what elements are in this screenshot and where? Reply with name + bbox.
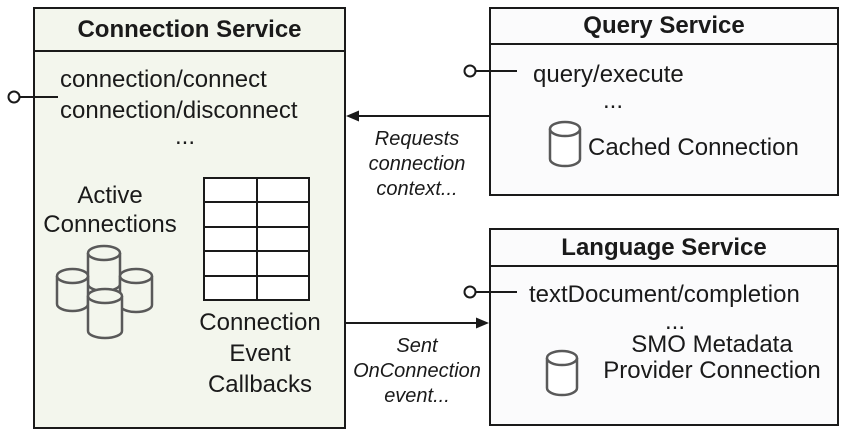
- connection-service-title: Connection Service: [35, 9, 344, 52]
- smo-metadata-provider-label: SMO Metadata Provider Connection: [603, 331, 821, 384]
- table-cell: [205, 179, 256, 202]
- table-cell: [257, 203, 308, 226]
- language-service-box: Language Service textDocument/completion…: [489, 228, 839, 426]
- requests-connection-context-label: Requests connection context...: [368, 128, 466, 200]
- sent-onconnection-event-arrow: [346, 317, 489, 329]
- table-cell: [205, 252, 256, 275]
- query-service-box: Query Service query/execute ... Cached C…: [489, 7, 839, 196]
- query-methods-ellipsis: ...: [602, 87, 623, 114]
- cached-connection-label: Cached Connection: [588, 134, 799, 161]
- cached-connection-database-icon: [548, 120, 582, 168]
- method-connection-disconnect: connection/disconnect: [60, 97, 298, 124]
- active-connections-database-cluster-icon: [55, 244, 154, 340]
- connection-event-callbacks-table: [203, 177, 310, 301]
- language-service-body: textDocument/completion ... SMO Metadata…: [491, 230, 837, 424]
- sent-onconnection-event-label: Sent OnConnection event...: [353, 335, 481, 407]
- requests-connection-context-arrow: [346, 110, 489, 122]
- connection-service-body: connection/connect connection/disconnect…: [35, 9, 344, 427]
- method-textdocument-completion: textDocument/completion: [529, 281, 800, 308]
- connection-service-box: Connection Service connection/connect co…: [33, 7, 346, 429]
- method-connection-connect: connection/connect: [60, 66, 267, 93]
- table-cell: [257, 179, 308, 202]
- method-query-execute: query/execute: [533, 61, 684, 88]
- table-cell: [257, 252, 308, 275]
- language-service-title: Language Service: [491, 230, 837, 267]
- table-cell: [205, 203, 256, 226]
- smo-metadata-database-icon: [545, 349, 579, 397]
- connection-methods-ellipsis: ...: [174, 123, 195, 150]
- table-cell: [205, 276, 256, 299]
- active-connections-label: Active Connections: [43, 182, 177, 238]
- connection-methods: connection/connect connection/disconnect…: [60, 64, 310, 152]
- query-service-title: Query Service: [491, 9, 837, 45]
- connection-event-callbacks-label: Connection Event Callbacks: [199, 309, 321, 398]
- query-service-body: query/execute ... Cached Connection: [491, 9, 837, 194]
- table-cell: [257, 227, 308, 251]
- table-cell: [257, 276, 308, 299]
- table-cell: [205, 227, 256, 251]
- language-methods-ellipsis: ...: [664, 308, 685, 335]
